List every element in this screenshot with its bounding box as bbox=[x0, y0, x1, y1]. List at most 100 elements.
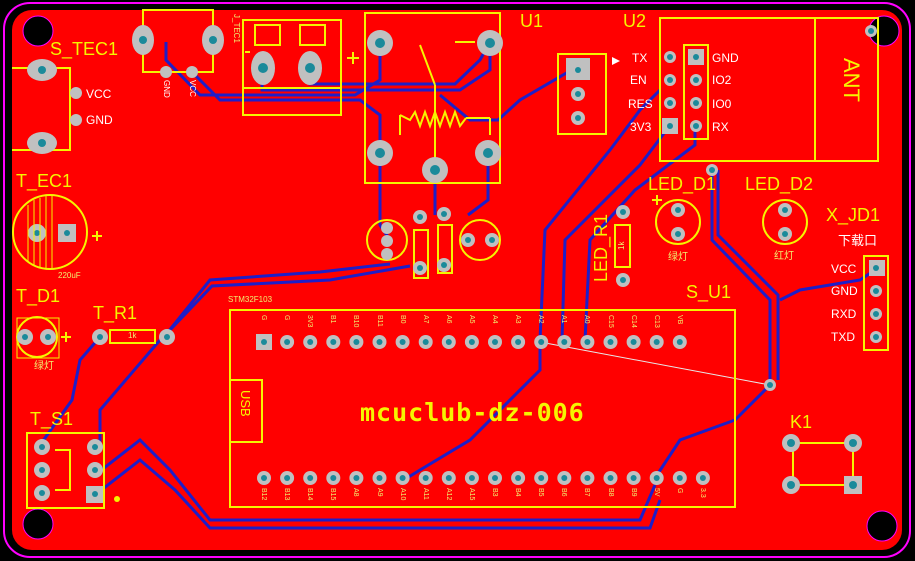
t-d1-note: 绿灯 bbox=[34, 361, 54, 372]
s-u1-bottom-pin-hole bbox=[607, 475, 614, 481]
s-u1-bottom-pin-hole bbox=[561, 475, 568, 481]
led-r1-value: 1k bbox=[617, 241, 626, 250]
led-d1-note: 绿灯 bbox=[668, 252, 688, 263]
x-jd1-pin-rxd: RXD bbox=[831, 307, 857, 321]
t-d1-ref: T_D1 bbox=[16, 286, 61, 306]
s-u1-bottom-pin-label: B14 bbox=[306, 488, 314, 501]
s-u1-top-pin-hole bbox=[630, 339, 637, 345]
u2-pin-3v3: 3V3 bbox=[630, 120, 652, 134]
s-u1-top-pin-hole bbox=[538, 339, 545, 345]
s-u1-top-pin-hole bbox=[422, 339, 429, 345]
s-u1-top-pin-hole bbox=[330, 339, 337, 345]
s-u1-bottom-pin-label: A9 bbox=[375, 488, 383, 497]
s-u1-top-pin-label: A5 bbox=[467, 315, 475, 324]
led-d2-note: 红灯 bbox=[774, 251, 794, 262]
s-u1-bottom-pin-label: B5 bbox=[537, 488, 545, 497]
s-u1-bottom-pin-label: G bbox=[675, 488, 683, 494]
s-u1-bottom-pin-hole bbox=[630, 475, 637, 481]
u2-antenna-label: ANT bbox=[839, 58, 864, 102]
s-u1-bottom-pin-hole bbox=[538, 475, 545, 481]
s-u1-bottom-pin-hole bbox=[584, 475, 591, 481]
s-u1-top-pin-hole bbox=[376, 339, 383, 345]
s-u1-bottom-pin-hole bbox=[676, 475, 683, 481]
s-u1-bottom-pin-label: A10 bbox=[398, 488, 406, 501]
u2-pin-gnd: GND bbox=[712, 51, 739, 65]
u2-pin-res: RES bbox=[628, 97, 653, 111]
s-u1-bottom-pin-label: A12 bbox=[444, 488, 452, 501]
s-tec1-pin-gnd: GND bbox=[86, 113, 113, 127]
s-u1-top-pin-hole bbox=[515, 339, 522, 345]
s-u1-top-pin-hole bbox=[492, 339, 498, 345]
s-u1-bottom-pin-hole bbox=[653, 475, 660, 481]
s-u1-part: STM32F103 bbox=[228, 295, 273, 304]
s-u1-bottom-pin-label: 5V bbox=[652, 488, 660, 497]
s-u1-bottom-pin-hole bbox=[307, 475, 314, 481]
s-u1-top-pin-hole bbox=[307, 339, 314, 345]
s-u1-bottom-pin-label: A8 bbox=[352, 488, 360, 497]
s-u1-top-pin-label: 3V3 bbox=[306, 315, 314, 328]
u2-pin-en: EN bbox=[630, 73, 647, 87]
s-u1-bottom-pin-label: B4 bbox=[514, 488, 522, 497]
s-u1-top-pin-hole bbox=[284, 339, 291, 345]
x-jd1-pin-gnd: GND bbox=[831, 284, 858, 298]
s-u1-top-pin-hole bbox=[261, 339, 267, 345]
s-u1-bottom-pin-hole bbox=[515, 475, 522, 481]
s-u1-usb-label: USB bbox=[238, 390, 253, 417]
s-u1-bottom-pin-hole bbox=[468, 475, 475, 481]
s-u1-bottom-pin-label: B7 bbox=[583, 488, 591, 497]
s-u1-top-pin-hole bbox=[468, 339, 475, 345]
s-u1-top-pin-label: VB bbox=[675, 315, 683, 325]
silk-marks bbox=[27, 52, 662, 342]
s-u1-bottom-pin-hole bbox=[330, 475, 337, 481]
s-u1-top-pin-label: B0 bbox=[398, 315, 406, 324]
led-d2-ref: LED_D2 bbox=[745, 174, 814, 194]
traces bbox=[38, 41, 876, 530]
s-tec1-ref: S_TEC1 bbox=[50, 39, 119, 59]
x-jd1-pin-txd: TXD bbox=[831, 330, 855, 344]
s-u1-top-pin-label: A1 bbox=[560, 315, 568, 324]
s-u1-bottom-pin-label: A15 bbox=[467, 488, 475, 501]
s-u1-top-pin-label: A3 bbox=[514, 315, 522, 324]
s-u1-top-pin-hole bbox=[653, 339, 660, 345]
s-u1-bottom-pin-hole bbox=[261, 475, 267, 481]
s-u1-bottom-pin-label: B9 bbox=[629, 488, 637, 497]
k1-ref: K1 bbox=[790, 412, 813, 432]
pin1-marker bbox=[612, 57, 620, 65]
s-u1-top-pin-label: A0 bbox=[583, 315, 591, 324]
s-u1-top-pin-label: C13 bbox=[652, 315, 660, 328]
t-ec1-value: 220uF bbox=[58, 271, 81, 280]
s-u1-top-pin-hole bbox=[584, 339, 591, 345]
u2-pin-io0: IO0 bbox=[712, 97, 732, 111]
s-u1-top-pin-label: A2 bbox=[537, 315, 545, 324]
x-jd1-pin-vcc: VCC bbox=[831, 262, 857, 276]
s-u1-top-pin-label: A7 bbox=[421, 315, 429, 324]
u2-pin-io2: IO2 bbox=[712, 73, 732, 87]
s-u1-bottom-pin-label: 3.3 bbox=[698, 488, 706, 498]
t-r1-value: 1k bbox=[128, 331, 137, 340]
copper-pour bbox=[12, 10, 902, 550]
s-u1-bottom-pin-label: B13 bbox=[283, 488, 291, 501]
s-u1-bottom-pin-label: B6 bbox=[560, 488, 568, 497]
s-u1-top-pin-label: G bbox=[260, 315, 267, 321]
s-u1-bottom-pin-label: A11 bbox=[421, 488, 429, 500]
s-u1-bottom-pin-label: B12 bbox=[260, 488, 267, 501]
s-u1-bottom-pin-hole bbox=[445, 475, 452, 481]
s-u1-ref: S_U1 bbox=[686, 282, 732, 302]
s-u1-top-pin-label: A6 bbox=[444, 315, 452, 324]
s-u1-top-pin-hole bbox=[399, 339, 406, 345]
mounting-holes bbox=[22, 15, 900, 542]
j-tec1-pin-gnd: GND bbox=[162, 80, 171, 98]
s-u1-bottom-pin-hole bbox=[492, 475, 498, 481]
s-u1-bottom-pin-hole bbox=[399, 475, 406, 481]
s-u1-top-pin-label: B10 bbox=[352, 315, 360, 328]
u2-pin-tx: TX bbox=[632, 51, 648, 65]
u2-ref: U2 bbox=[623, 11, 647, 31]
u2-pin-rx: RX bbox=[712, 120, 729, 134]
s-u1-bottom-pin-hole bbox=[284, 475, 291, 481]
s-tec1-pin-vcc: VCC bbox=[86, 87, 112, 101]
j-tec1-pin-vcc: VCC bbox=[188, 80, 197, 97]
s-u1-top-pin-label: B1 bbox=[329, 315, 337, 324]
x-jd1-title: 下载口 bbox=[838, 233, 878, 248]
